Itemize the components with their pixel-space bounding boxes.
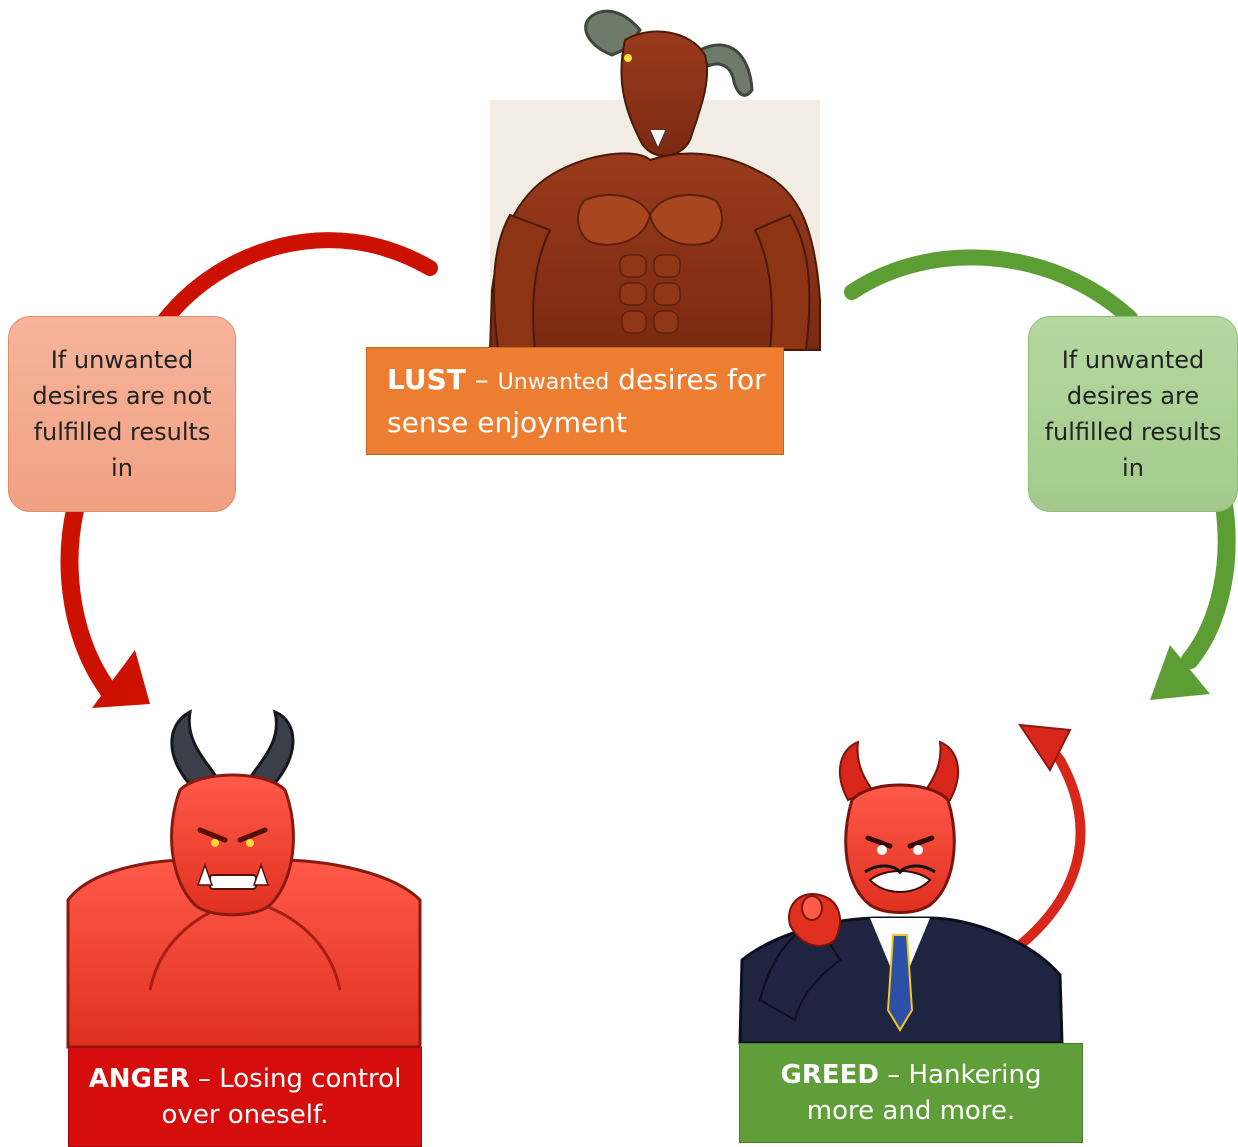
greed-label-text: GREED – Hankering more and more. (750, 1057, 1072, 1129)
greed-desc: Hankering more and more. (806, 1060, 1042, 1126)
greed-devil-icon (738, 723, 1086, 1045)
condition-fulfilled: If unwanted desires are fulfilled result… (1028, 316, 1238, 512)
condition-not-fulfilled: If unwanted desires are not fulfilled re… (8, 316, 236, 512)
arrow-lust-to-greed (844, 249, 1236, 700)
lust-dash: – (465, 362, 498, 396)
anger-dash: – (189, 1064, 220, 1094)
lust-term: LUST (387, 362, 466, 396)
lust-desc-small: Unwanted (497, 369, 610, 395)
anger-label-text: ANGER – Losing control over oneself. (79, 1061, 411, 1133)
arrow-lust-to-anger (60, 232, 438, 708)
anger-desc: Losing control over oneself. (161, 1064, 402, 1130)
anger-term: ANGER (88, 1064, 190, 1094)
greed-label: GREED – Hankering more and more. (739, 1043, 1083, 1143)
anger-demon-icon (66, 709, 422, 1049)
anger-label: ANGER – Losing control over oneself. (68, 1047, 422, 1147)
lust-beast-icon (488, 9, 821, 351)
lust-desc-rest: desires for sense enjoyment (387, 362, 766, 439)
condition-not-fulfilled-text: If unwanted desires are not fulfilled re… (32, 346, 212, 482)
greed-dash: – (878, 1060, 909, 1090)
lust-label-text: LUST – Unwanted desires for sense enjoym… (387, 360, 773, 443)
lust-label: LUST – Unwanted desires for sense enjoym… (366, 347, 784, 455)
condition-fulfilled-text: If unwanted desires are fulfilled result… (1044, 346, 1222, 482)
greed-term: GREED (780, 1060, 879, 1090)
